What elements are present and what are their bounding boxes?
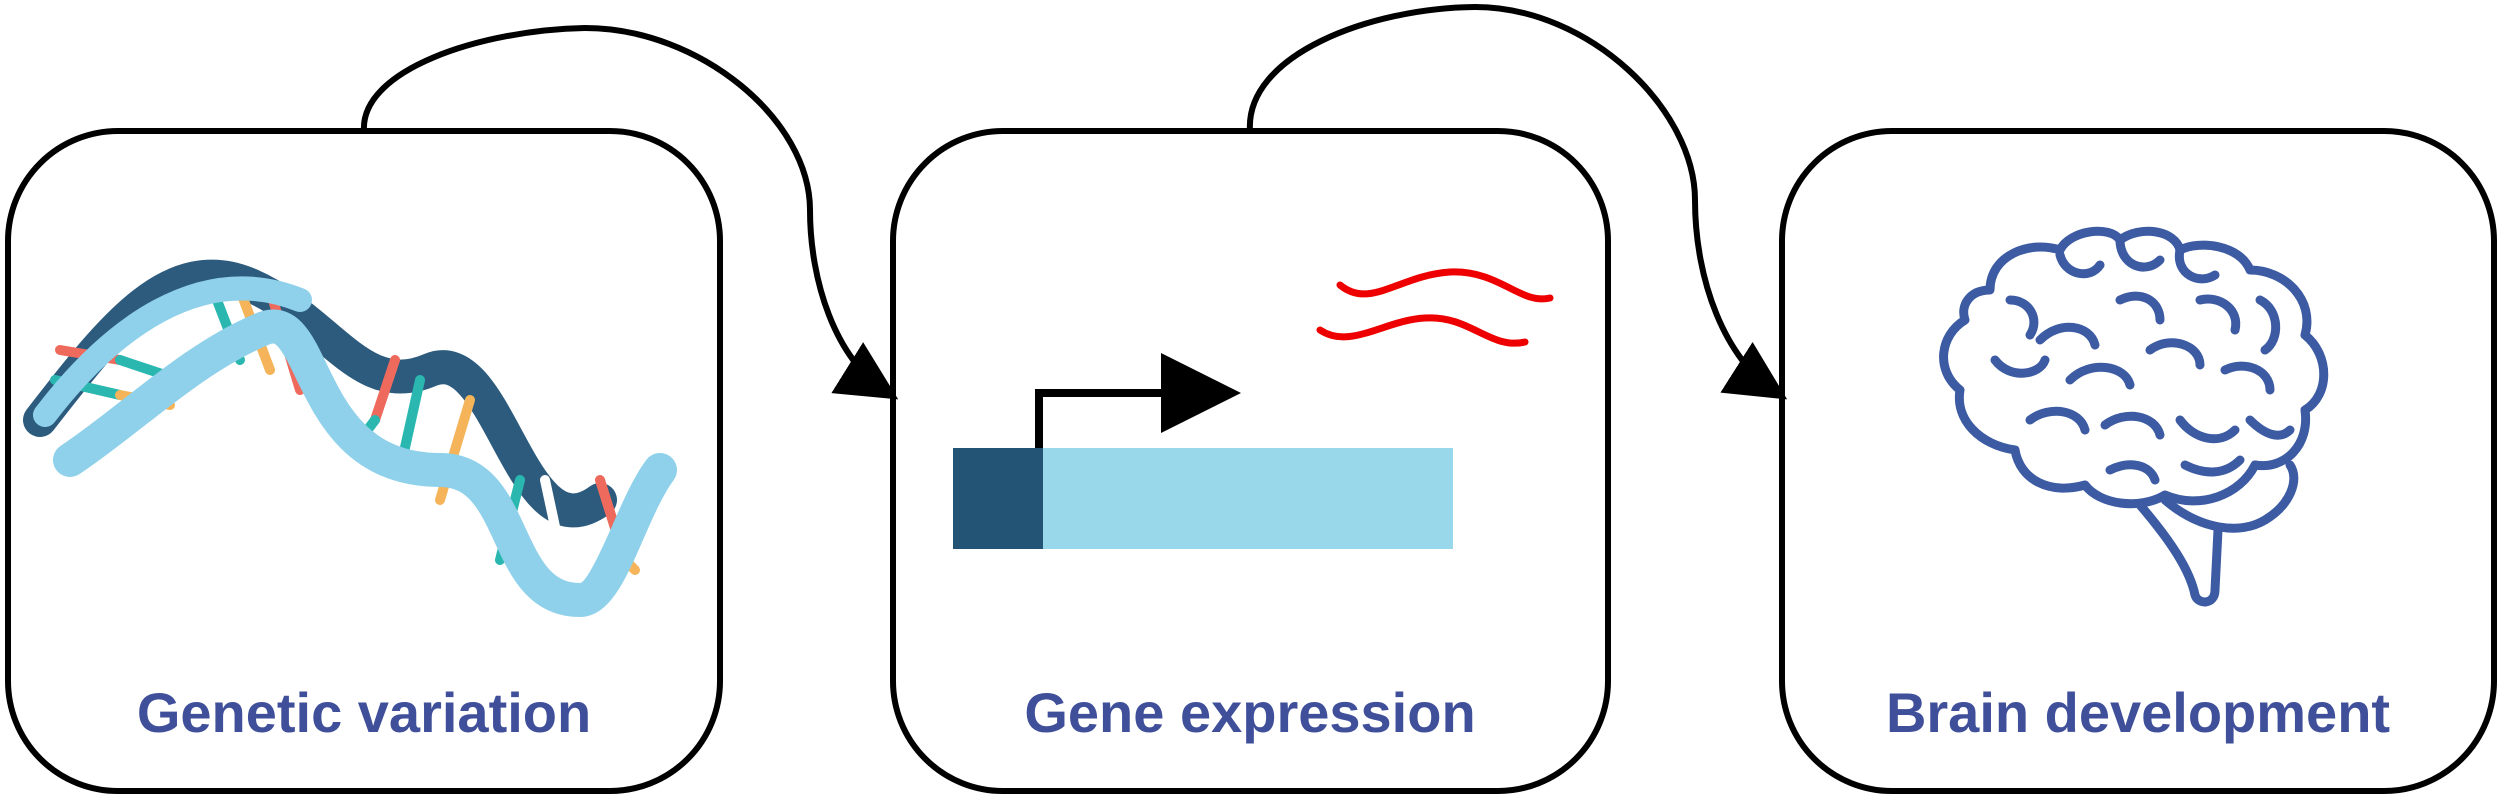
panel-label: Genetic variation: [137, 681, 591, 744]
dna-helix-icon: [23, 259, 677, 618]
panel-gene-expression: Gene expression: [890, 128, 1611, 794]
connector-arrow-1: [360, 24, 899, 400]
gene-body: [1043, 448, 1453, 549]
mrna-wave: [1336, 268, 1554, 303]
gene-transcription-icon: [953, 268, 1554, 549]
brain-icon: [1939, 226, 2329, 607]
mrna-wave: [1316, 314, 1529, 347]
promoter-region: [953, 448, 1043, 549]
transcription-start-arrow: [1035, 353, 1241, 448]
connector-arrow-2: [1246, 3, 1788, 400]
panel-label: Brain development: [1886, 681, 2390, 744]
panel-genetic-variation: Genetic variation: [5, 128, 723, 794]
panel-label: Gene expression: [1024, 681, 1475, 744]
panel-brain-development: Brain development: [1779, 128, 2497, 794]
